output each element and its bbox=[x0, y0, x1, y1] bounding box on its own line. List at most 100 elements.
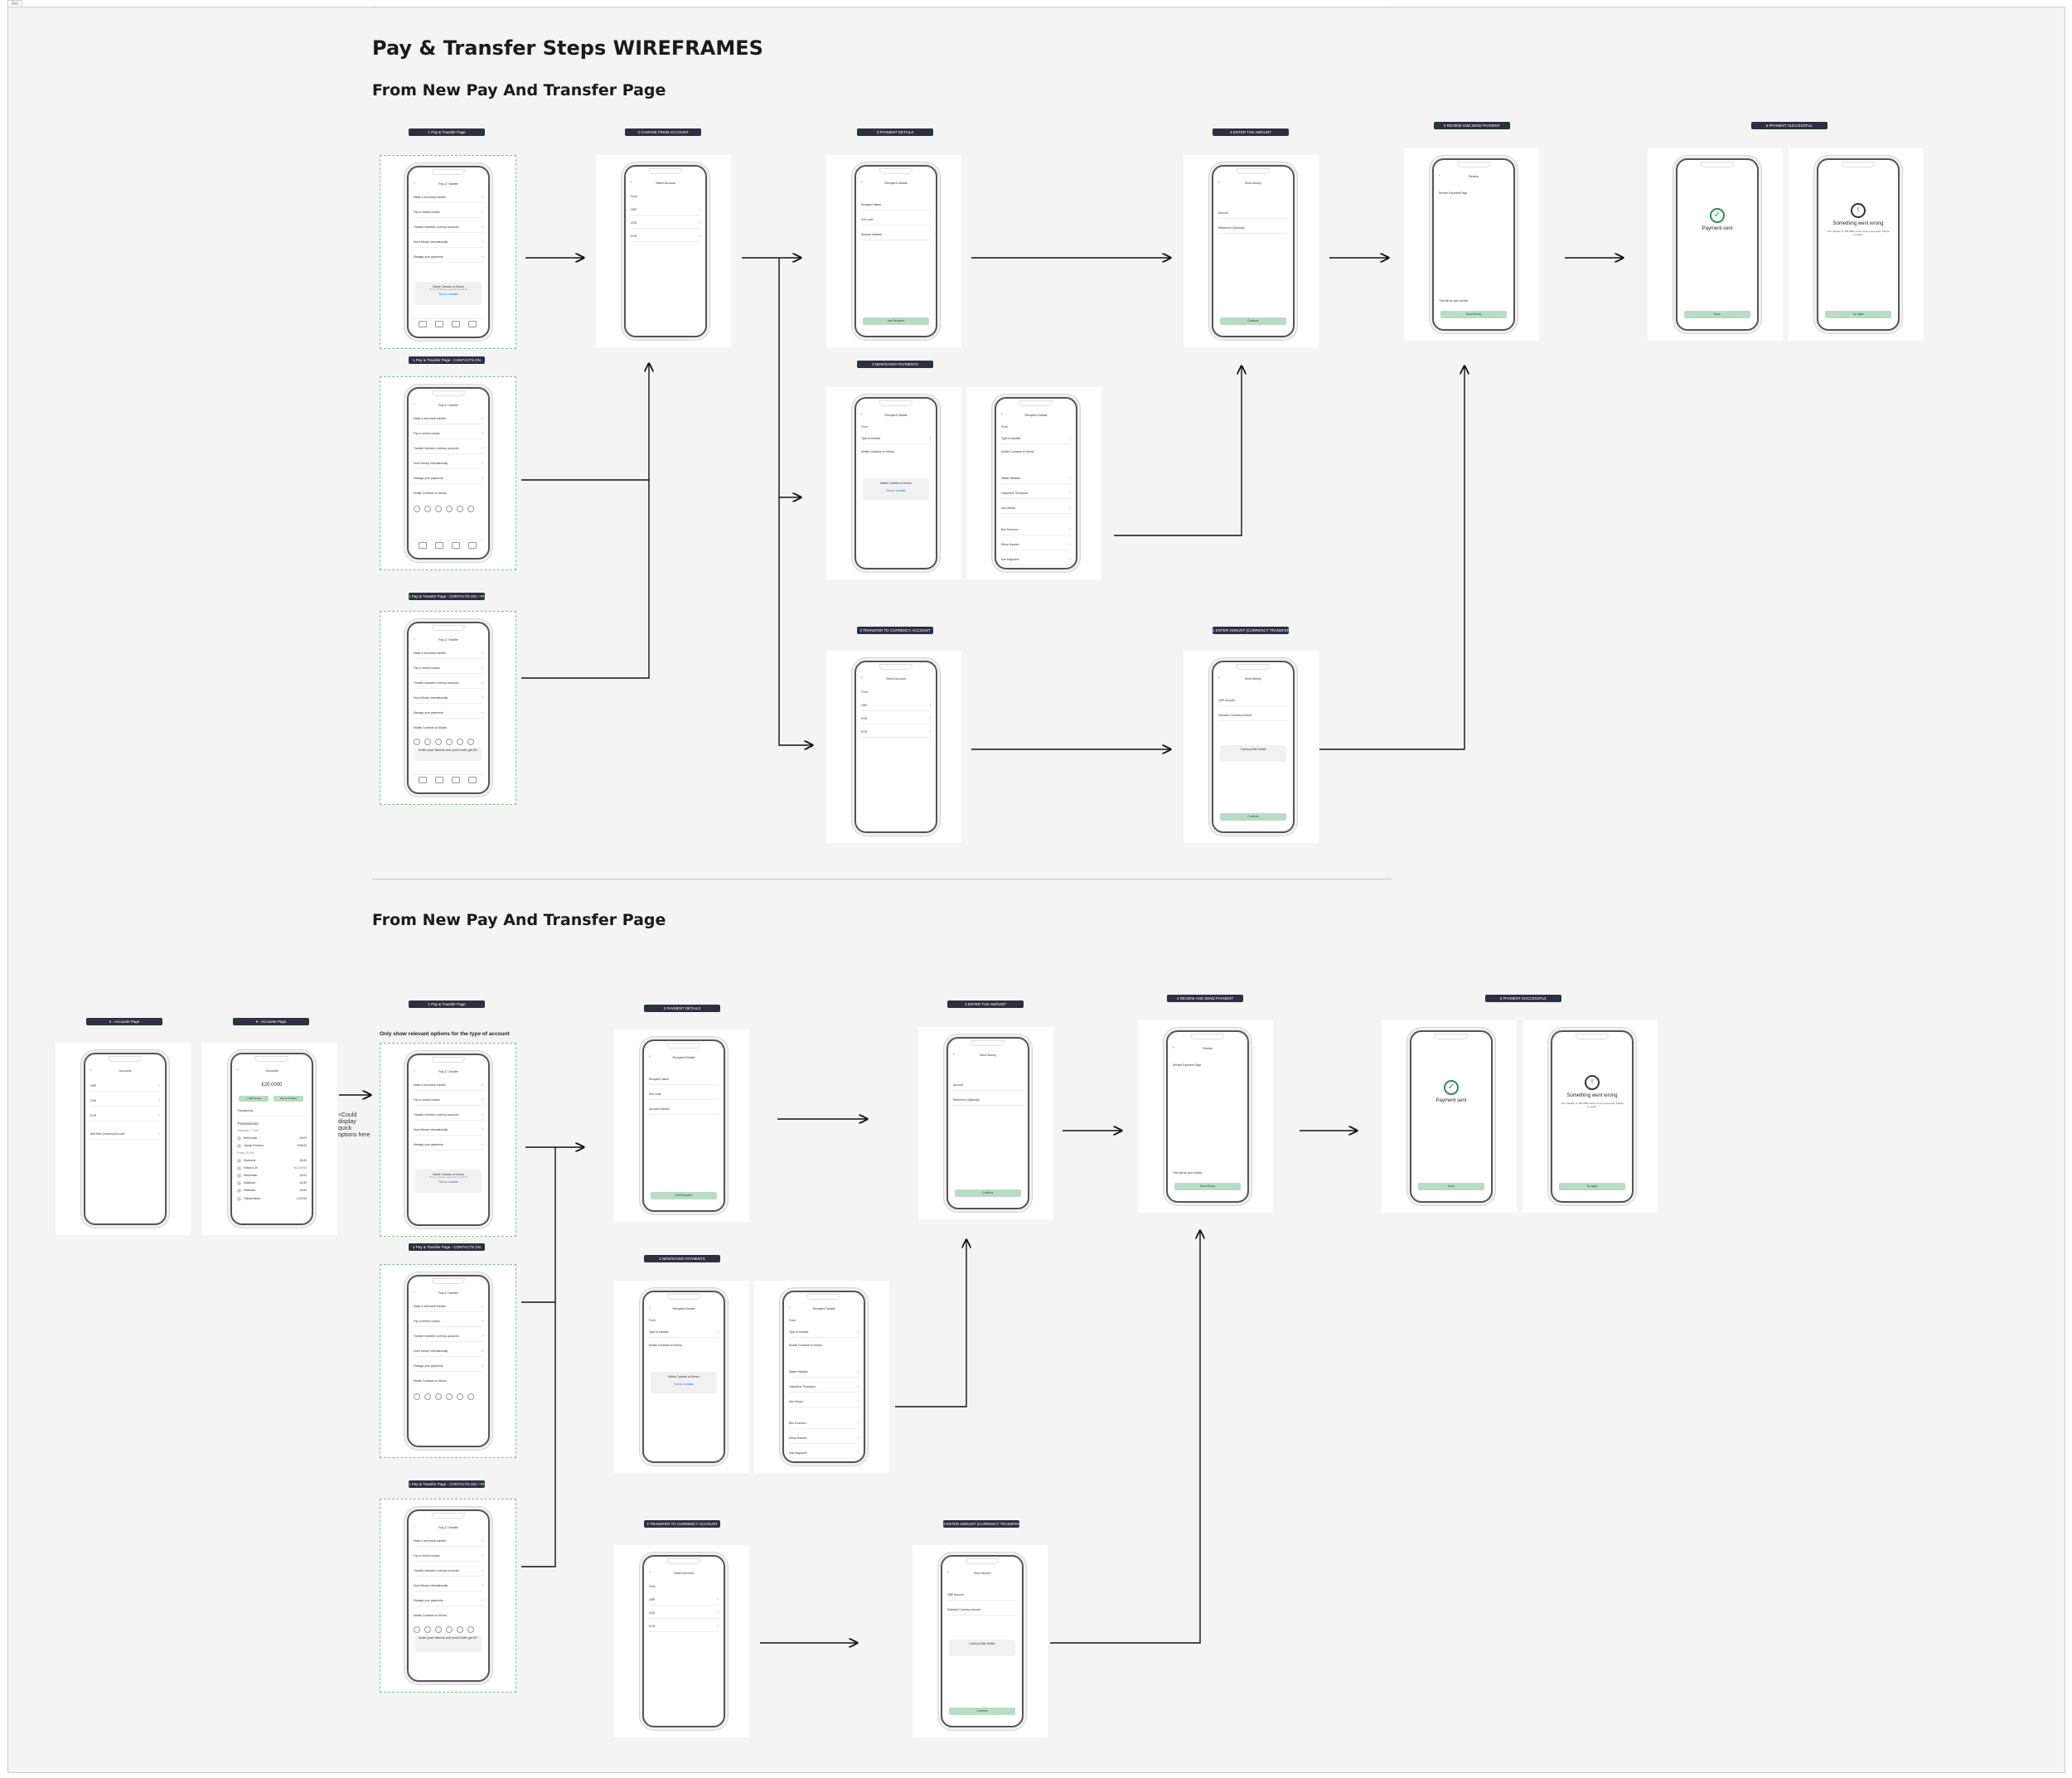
gbp-amount-field[interactable]: GBP Amount bbox=[1218, 695, 1288, 706]
back-icon[interactable]: ‹ bbox=[1439, 173, 1440, 178]
back-icon[interactable]: ‹ bbox=[414, 1290, 415, 1295]
type-of-transfer[interactable]: Type of transfer› bbox=[789, 1327, 859, 1338]
done-button[interactable]: Done bbox=[1418, 1183, 1484, 1190]
menu-item[interactable]: Manage your payments› bbox=[414, 473, 483, 484]
contact-avatars[interactable] bbox=[414, 1389, 483, 1400]
menu-item[interactable]: Make a new bank transfer› bbox=[414, 648, 483, 659]
menu-item[interactable]: Manage your payments› bbox=[414, 708, 483, 719]
menu-item[interactable]: Send Money Internationally› bbox=[414, 1346, 483, 1357]
turn-on-contacts-link[interactable]: Turn on contacts bbox=[886, 489, 906, 492]
amount-field[interactable]: Amount bbox=[953, 1080, 1023, 1091]
contact-row[interactable]: Ben Emerson› bbox=[1001, 525, 1071, 535]
transaction-row[interactable]: Starbucks-£6.50 bbox=[237, 1180, 307, 1186]
back-icon[interactable]: ‹ bbox=[414, 637, 415, 642]
menu-item[interactable]: Make a new bank transfer› bbox=[414, 192, 483, 203]
account-option[interactable]: USD› bbox=[631, 218, 700, 229]
account-option[interactable]: EUR› bbox=[90, 1111, 160, 1122]
contact-row[interactable]: Dan Edgworth› bbox=[789, 1448, 859, 1459]
menu-item[interactable]: Pay a mobile contact› bbox=[414, 207, 483, 218]
add-money-button[interactable]: + Add money bbox=[239, 1096, 269, 1102]
menu-item[interactable]: Manage your payments› bbox=[414, 252, 483, 263]
account-option[interactable]: GBP› bbox=[90, 1081, 160, 1092]
turn-on-contacts-link[interactable]: Turn on contacts bbox=[674, 1383, 694, 1386]
back-icon[interactable]: ‹ bbox=[947, 1570, 949, 1575]
continue-button[interactable]: Continue bbox=[1220, 813, 1286, 821]
account-number-field[interactable]: Account Number bbox=[861, 230, 931, 240]
reference-field[interactable]: Reference (Optional) bbox=[953, 1095, 1023, 1106]
contact-row[interactable]: Ethan Hansen› bbox=[1001, 540, 1071, 550]
back-icon[interactable]: ‹ bbox=[649, 1306, 651, 1310]
contact-row[interactable]: Alex Brown› bbox=[1001, 503, 1071, 514]
recipient-name-field[interactable]: Recipient Name bbox=[861, 200, 931, 211]
promo-card[interactable]: Invite your friends and you'll both get … bbox=[415, 1635, 482, 1652]
try-again-button[interactable]: Try again bbox=[1825, 311, 1891, 318]
account-number-field[interactable]: Account Number bbox=[649, 1104, 719, 1115]
back-icon[interactable]: ‹ bbox=[649, 1054, 651, 1059]
account-option[interactable]: GBP› bbox=[649, 1595, 719, 1606]
contact-avatars[interactable] bbox=[414, 1622, 483, 1633]
menu-item[interactable]: Pay a mobile contact› bbox=[414, 1551, 483, 1562]
menu-item[interactable]: Transfer between currency accounts› bbox=[414, 443, 483, 454]
menu-item[interactable]: Transfer between currency accounts› bbox=[414, 222, 483, 233]
contact-row[interactable]: Alex Brown› bbox=[789, 1397, 859, 1407]
back-icon[interactable]: ‹ bbox=[414, 181, 415, 186]
add-account[interactable]: Add New Currency Account› bbox=[90, 1129, 160, 1140]
transaction-row[interactable]: Transportation-£100.00 bbox=[237, 1195, 307, 1202]
selected-currency-field[interactable]: Selected Currency Amount bbox=[1218, 710, 1288, 721]
transaction-row[interactable]: Joseph Emerson+£66.00 bbox=[237, 1142, 307, 1149]
menu-item[interactable]: Transfer between currency accounts› bbox=[414, 1566, 483, 1577]
account-option[interactable]: EUR› bbox=[861, 727, 931, 738]
contact-row[interactable]: Mabel Hawkins› bbox=[1001, 473, 1071, 484]
contact-row[interactable]: Dan Edgworth› bbox=[1001, 555, 1071, 565]
menu-item[interactable]: Transfer between currency accounts› bbox=[414, 1331, 483, 1342]
transaction-row[interactable]: Starbucks-£6.50 bbox=[237, 1157, 307, 1164]
pay-transfer-button[interactable]: Pay & Transfer bbox=[274, 1096, 303, 1102]
menu-item[interactable]: Make a new bank transfer› bbox=[414, 1301, 483, 1312]
send-money-button[interactable]: Send Money bbox=[1174, 1183, 1241, 1190]
menu-item[interactable]: Send Money Internationally› bbox=[414, 1125, 483, 1136]
menu-item[interactable]: Make a new bank transfer› bbox=[414, 1080, 483, 1091]
account-option[interactable]: USD› bbox=[649, 1608, 719, 1619]
account-option[interactable]: EUR› bbox=[649, 1621, 719, 1632]
account-option[interactable]: USD› bbox=[861, 714, 931, 724]
promo-card[interactable]: Invite your friends and you'll both get … bbox=[415, 748, 482, 761]
menu-item[interactable]: Make a new bank transfer› bbox=[414, 414, 483, 424]
back-icon[interactable]: ‹ bbox=[1001, 412, 1003, 417]
back-icon[interactable]: ‹ bbox=[1173, 1045, 1174, 1050]
continue-button[interactable]: Continue bbox=[1220, 317, 1286, 325]
add-recipient-button[interactable]: Add Recipient bbox=[651, 1192, 717, 1199]
back-icon[interactable]: ‹ bbox=[414, 402, 415, 407]
sort-code-field[interactable]: Sort code bbox=[861, 215, 931, 225]
back-icon[interactable]: ‹ bbox=[649, 1570, 651, 1575]
menu-item[interactable]: Transfer between currency accounts› bbox=[414, 678, 483, 689]
account-option[interactable]: EUR› bbox=[631, 231, 700, 242]
gbp-amount-field[interactable]: GBP Amount bbox=[947, 1590, 1017, 1601]
contact-row[interactable]: Ben Emerson› bbox=[789, 1418, 859, 1429]
contact-row[interactable]: Josephine Thompson› bbox=[1001, 488, 1071, 499]
menu-item[interactable]: Send Money Internationally› bbox=[414, 693, 483, 704]
continue-button[interactable]: Continue bbox=[949, 1708, 1015, 1715]
contact-row[interactable]: Mabel Hawkins› bbox=[789, 1367, 859, 1378]
type-of-transfer[interactable]: Type of transfer› bbox=[1001, 434, 1071, 444]
back-icon[interactable]: ‹ bbox=[1218, 676, 1220, 681]
contact-avatars[interactable] bbox=[414, 501, 483, 512]
back-icon[interactable]: ‹ bbox=[953, 1052, 955, 1057]
account-option[interactable]: GBP› bbox=[861, 700, 931, 711]
menu-item[interactable]: Send Money Internationally› bbox=[414, 458, 483, 469]
transaction-row[interactable]: Emma's UK+£1,000.00 bbox=[237, 1165, 307, 1171]
transaction-row[interactable]: Starbucks-£6.50 bbox=[237, 1187, 307, 1194]
contact-avatars[interactable] bbox=[414, 734, 483, 745]
menu-item[interactable]: Pay a mobile contact› bbox=[414, 429, 483, 439]
turn-on-contacts-link[interactable]: Turn on contacts bbox=[438, 1180, 458, 1184]
back-icon[interactable]: ‹ bbox=[631, 180, 632, 185]
back-icon[interactable]: ‹ bbox=[90, 1068, 92, 1073]
menu-item[interactable]: Make a new bank transfer› bbox=[414, 1536, 483, 1547]
transaction-row[interactable]: McDonalds-£8.00 bbox=[237, 1172, 307, 1179]
transaction-row[interactable]: McDonalds-£8.00 bbox=[237, 1135, 307, 1141]
back-icon[interactable]: ‹ bbox=[789, 1306, 791, 1310]
account-option[interactable]: GBP› bbox=[631, 205, 700, 216]
reference-field[interactable]: Reference (Optional) bbox=[1218, 223, 1288, 234]
back-icon[interactable]: ‹ bbox=[414, 1068, 415, 1073]
continue-button[interactable]: Continue bbox=[955, 1189, 1021, 1197]
account-option[interactable]: USD› bbox=[90, 1096, 160, 1107]
